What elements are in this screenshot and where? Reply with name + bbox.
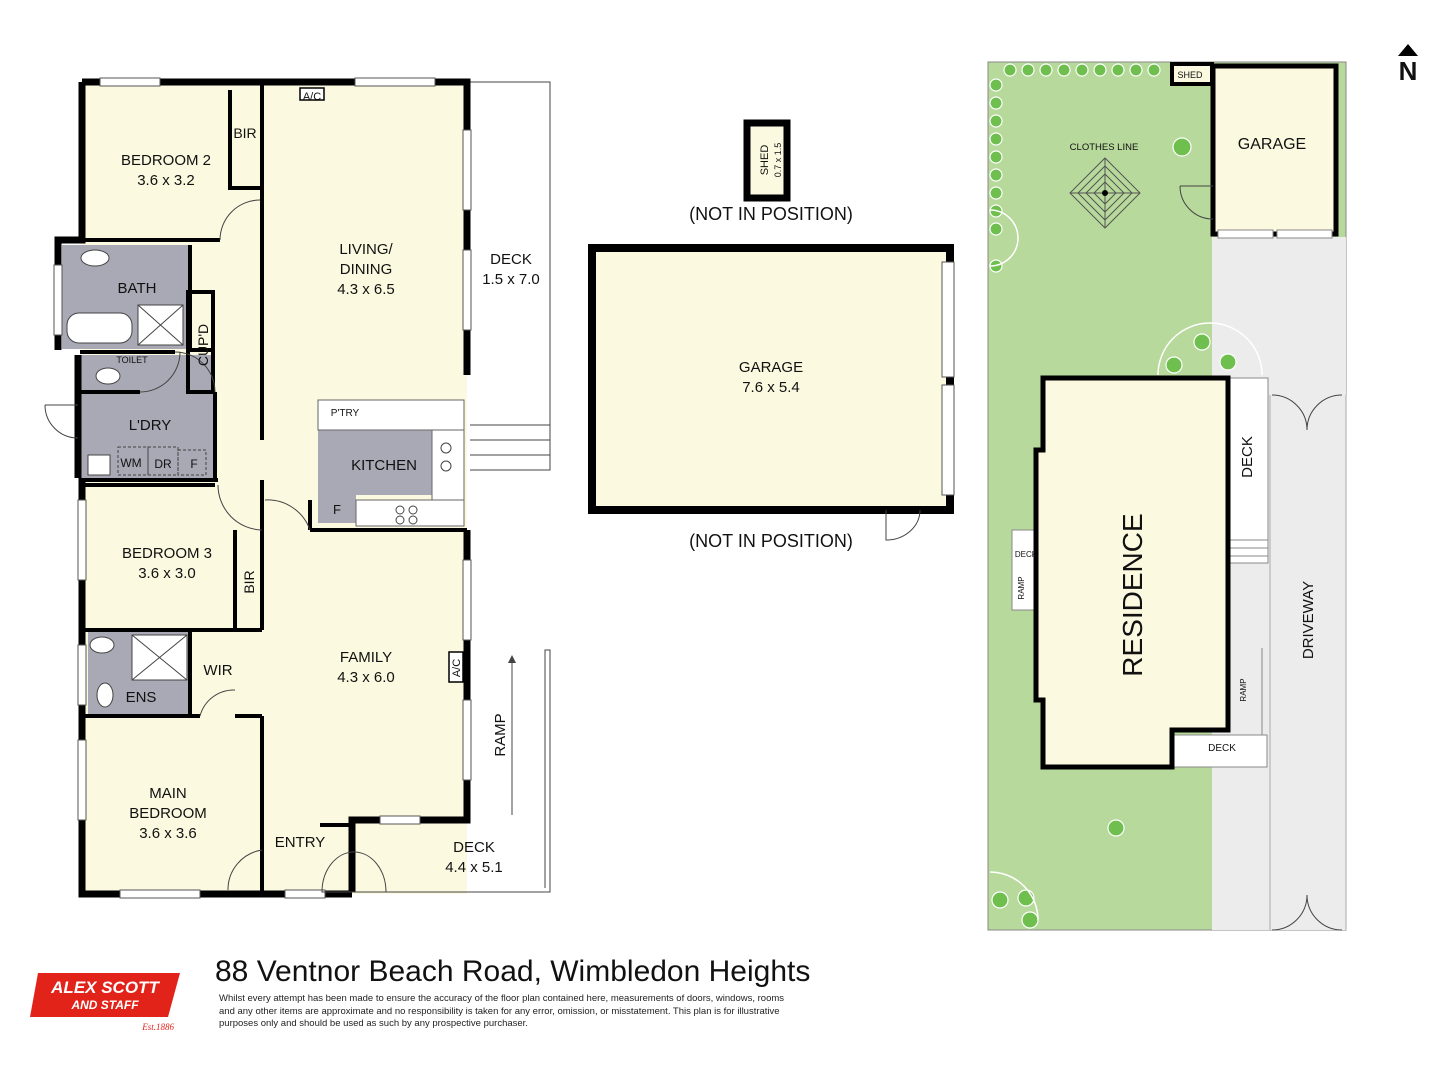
shed-dims: 0.7 x 1.5 [773, 143, 783, 178]
f1-label: F [190, 457, 197, 471]
family-dims: 4.3 x 6.0 [337, 669, 395, 686]
site-garage-label: GARAGE [1238, 136, 1306, 153]
bedroom3-label: BEDROOM 3 [122, 545, 212, 562]
dr-label: DR [154, 457, 172, 471]
site-shed-label: SHED [1177, 70, 1203, 80]
main-bedroom-label-2: BEDROOM [129, 805, 207, 822]
main-bedroom-dims: 3.6 x 3.6 [139, 825, 197, 842]
family-label: FAMILY [340, 649, 392, 666]
site-ramp-west-label: RAMP [1017, 576, 1026, 599]
deck-south-outline [355, 649, 551, 893]
bedroom2-label: BEDROOM 2 [121, 152, 211, 169]
agency-logo: ALEX SCOTT AND STAFF Est.1886 [30, 973, 180, 1032]
residence-outline [1033, 375, 1231, 770]
ramp-label: RAMP [492, 713, 509, 756]
site-deck-east-label: DECK [1239, 436, 1256, 478]
ac1-label: A/C [303, 91, 321, 103]
deck2-dims: 4.4 x 5.1 [445, 859, 503, 876]
entry-label: ENTRY [275, 834, 326, 851]
fridge-space [318, 495, 356, 523]
cupd-label: CUP'D [195, 324, 211, 366]
driveway-label: DRIVEWAY [1300, 581, 1317, 659]
shed-note: (NOT IN POSITION) [689, 204, 853, 224]
bath-label: BATH [118, 280, 157, 297]
main-bedroom-label-1: MAIN [149, 785, 187, 802]
shed-label: SHED [759, 145, 771, 176]
site-garage-box [1210, 63, 1339, 237]
clothes-line-label: CLOTHES LINE [1070, 142, 1139, 153]
deck2-label: DECK [453, 839, 495, 856]
pantry-shelf [317, 399, 465, 431]
site-plan: CLOTHES LINE SHED GARAGE RESIDENCE DECK … [987, 44, 1418, 931]
bir2-label: BIR [241, 570, 257, 593]
site-deck-south-label: DECK [1208, 743, 1236, 754]
logo-line1: ALEX SCOTT [50, 978, 160, 997]
wir-label: WIR [203, 662, 232, 679]
garage-note: (NOT IN POSITION) [689, 531, 853, 551]
outbuildings: SHED 0.7 x 1.5 (NOT IN POSITION) GARAGE … [588, 119, 955, 551]
residence-label: RESIDENCE [1117, 513, 1148, 676]
laundry-label: L'DRY [129, 417, 172, 434]
bedroom2-dims: 3.6 x 3.2 [137, 172, 195, 189]
logo-line2: AND STAFF [70, 998, 139, 1012]
garage-label: GARAGE [739, 359, 803, 376]
living-label-2: DINING [340, 261, 393, 278]
f2-label: F [333, 502, 341, 517]
north-arrow-icon [1398, 44, 1418, 56]
driveway-area [1212, 237, 1346, 930]
living-dims: 4.3 x 6.5 [337, 281, 395, 298]
living-label-1: LIVING/ [339, 241, 393, 258]
logo-est: Est.1886 [141, 1022, 174, 1032]
ensuite-label: ENS [126, 689, 157, 706]
ac2-label: A/C [451, 659, 463, 677]
kitchen-bench [318, 430, 433, 495]
site-ramp-east-label: RAMP [1239, 678, 1248, 701]
kitchen-label: KITCHEN [351, 457, 417, 474]
north-label: N [1399, 56, 1418, 86]
bedroom3-dims: 3.6 x 3.0 [138, 565, 196, 582]
deck1-label: DECK [490, 251, 532, 268]
shed-box [743, 119, 791, 202]
house-plan: BEDROOM 2 3.6 x 3.2 BIR A/C LIVING/ DINI… [44, 77, 551, 899]
toilet-label: TOILET [116, 355, 148, 365]
bir1-label: BIR [233, 125, 256, 141]
property-address: 88 Ventnor Beach Road, Wimbledon Heights [215, 955, 811, 988]
garage-box [588, 244, 954, 514]
pantry-label: P'TRY [331, 408, 360, 419]
site-deck-west-label: DECK [1015, 550, 1038, 559]
garage-dims: 7.6 x 5.4 [742, 379, 800, 396]
disclaimer-text: Whilst every attempt has been made to en… [219, 993, 785, 1029]
deck-north-outline [470, 81, 551, 471]
deck1-dims: 1.5 x 7.0 [482, 271, 540, 288]
wm-label: WM [120, 456, 141, 470]
